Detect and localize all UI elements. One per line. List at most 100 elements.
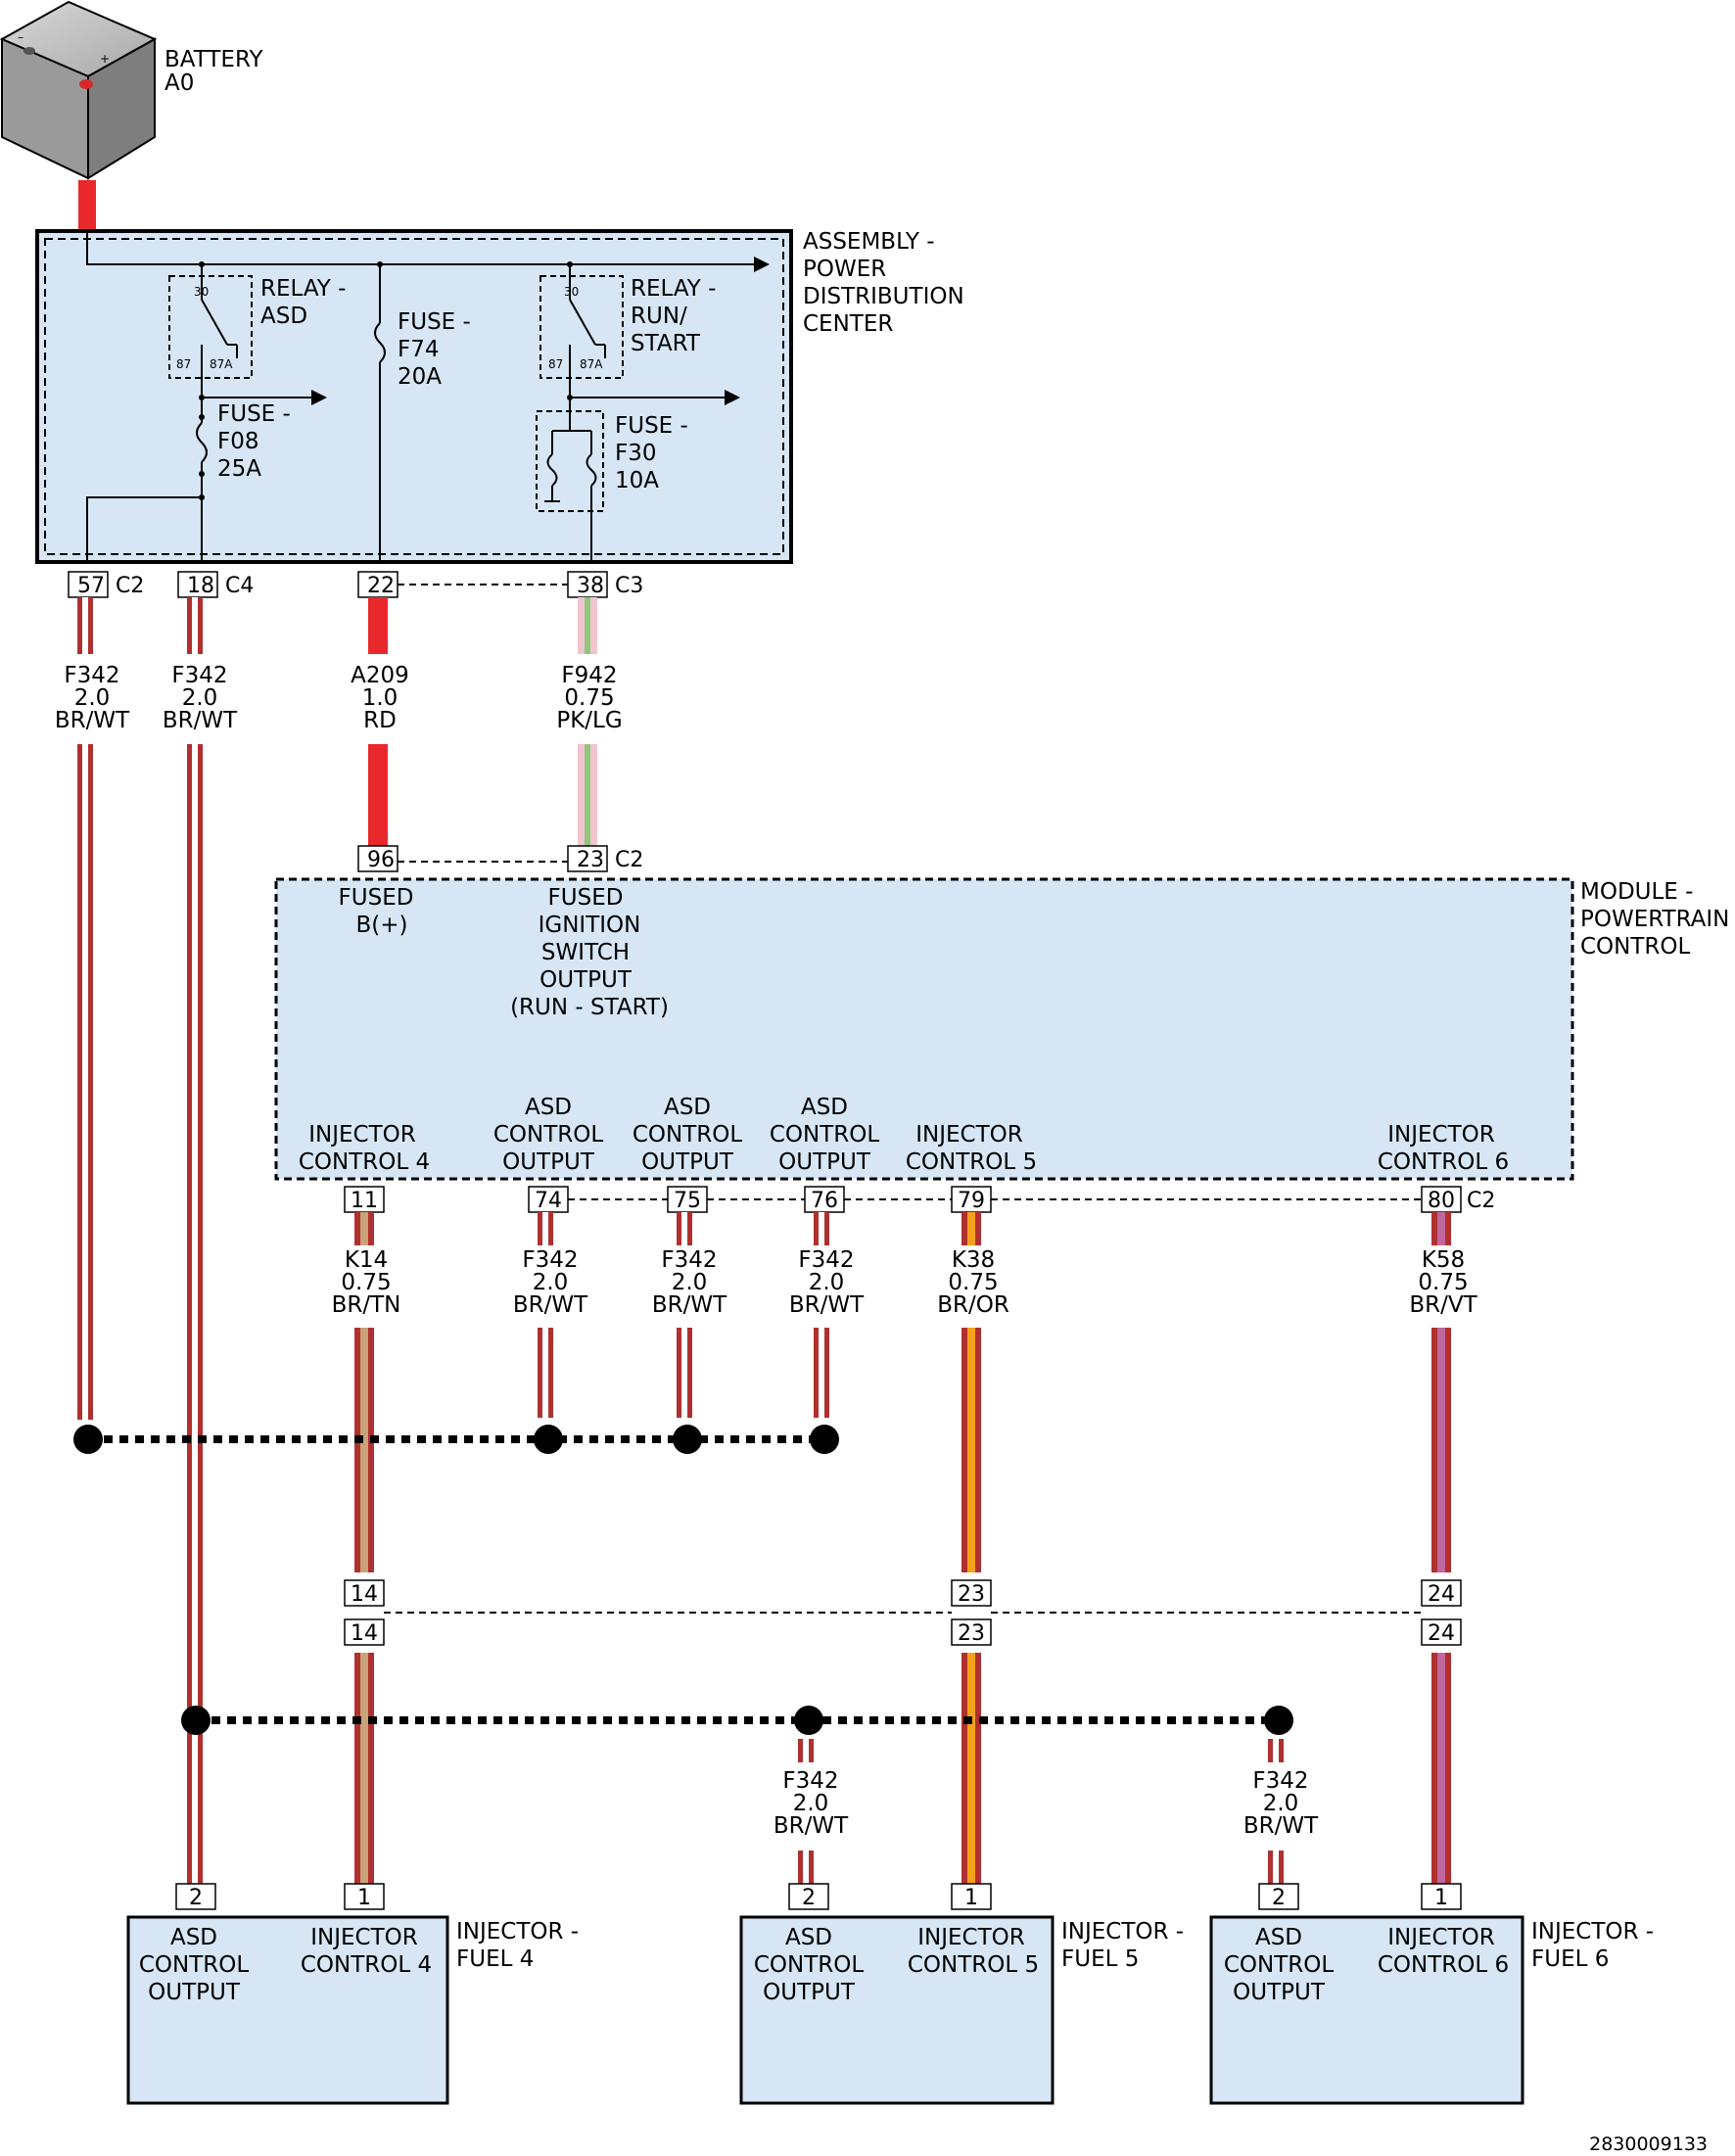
- pcm-inj4-1: INJECTOR: [308, 1122, 416, 1148]
- pcm-asd74-2: CONTROL: [493, 1122, 604, 1148]
- splice-wire-1-circuit: F342: [782, 1768, 838, 1794]
- pcm-inj5-1: INJECTOR: [915, 1122, 1023, 1148]
- asd-output-arrow: [199, 390, 327, 405]
- wire-splice-inj6: [1268, 1739, 1284, 1896]
- inj6-ctrl-1: INJECTOR: [1387, 1925, 1495, 1950]
- inj6-ctrl-2: CONTROL 6: [1378, 1952, 1509, 1978]
- pcm-top-pins: [357, 845, 608, 872]
- pcm-asd76-1: ASD: [801, 1095, 848, 1120]
- relay-run-title-2: RUN/: [631, 304, 687, 329]
- splice-wire-2-circuit: F342: [1252, 1768, 1308, 1794]
- relay-asd: [168, 261, 253, 398]
- fuse-f30-title-2: F30: [615, 441, 657, 466]
- injector-fuel-6: [1209, 1883, 1524, 2105]
- pcm-fused-b-2: B(+): [356, 913, 408, 938]
- inj6-pin-1: 1: [1434, 1886, 1448, 1910]
- inline-pin-23-b: 23: [958, 1621, 985, 1646]
- pcm-inj6-2: CONTROL 6: [1378, 1149, 1509, 1175]
- wire-label-1-circuit: F342: [64, 663, 119, 688]
- pcm-pin-75: 75: [674, 1189, 701, 1213]
- pcm-title-2: POWERTRAIN: [1580, 907, 1729, 932]
- battery-cable: [78, 180, 96, 231]
- relay-asd-title-2: ASD: [260, 304, 307, 329]
- pcm-wire-6-circuit: K58: [1422, 1247, 1465, 1273]
- inline-connector: [344, 1579, 1462, 1646]
- wire-k58: [1431, 1212, 1451, 1896]
- inline-pin-24-b: 24: [1428, 1621, 1455, 1646]
- inline-pin-24-a: 24: [1428, 1582, 1455, 1607]
- pcm-asd76-2: CONTROL: [770, 1122, 880, 1148]
- splice-wire-2-color: BR/WT: [1243, 1813, 1319, 1839]
- wire-label-4-circuit: F942: [561, 663, 617, 688]
- fuse-f08-title-1: FUSE -: [217, 401, 291, 427]
- pcm-title-1: MODULE -: [1580, 879, 1693, 905]
- pcm-asd75-2: CONTROL: [633, 1122, 743, 1148]
- pcm-wire-6-color: BR/VT: [1409, 1292, 1477, 1318]
- pdc-title-2: POWER: [803, 257, 886, 282]
- pdc-pin-38: 38: [577, 574, 604, 598]
- inj4-asd-3: OUTPUT: [148, 1980, 241, 2005]
- splice-wire-1-color: BR/WT: [774, 1813, 849, 1839]
- inj6-asd-3: OUTPUT: [1233, 1980, 1326, 2005]
- wire-k38: [961, 1212, 981, 1896]
- pdc-conn-c3: C3: [615, 574, 643, 598]
- inj4-pin-2: 2: [189, 1886, 203, 1910]
- inj5-asd-3: OUTPUT: [763, 1980, 856, 2005]
- inj4-ctrl-1: INJECTOR: [310, 1925, 418, 1950]
- fuse-f74-title-3: 20A: [398, 364, 442, 390]
- svg-text:–: –: [18, 30, 23, 44]
- figure-id: 2830009133: [1589, 2133, 1708, 2155]
- relay-asd-pin87a: 87A: [210, 357, 233, 371]
- fuse-f30: [536, 398, 604, 562]
- wire-label-4-color: PK/LG: [556, 708, 622, 733]
- pcm-wire-1-color: BR/TN: [332, 1292, 401, 1318]
- fuse-f30-title-1: FUSE -: [615, 413, 688, 439]
- pcm-fused-b-1: FUSED: [339, 885, 414, 911]
- injector-fuel-4: [126, 1883, 449, 2105]
- pcm-wire-1-circuit: K14: [345, 1247, 388, 1273]
- inj4-pin-1: 1: [357, 1886, 371, 1910]
- inj5-ctrl-2: CONTROL 5: [908, 1952, 1039, 1978]
- pcm-fused-ign-5: (RUN - START): [510, 995, 669, 1020]
- pdc-conn-c4: C4: [225, 574, 254, 598]
- pcm-title-3: CONTROL: [1580, 934, 1691, 960]
- battery-name: BATTERY: [164, 47, 263, 72]
- pcm-wire-2-color: BR/WT: [513, 1292, 588, 1318]
- wire-label-1-gauge: 2.0: [74, 685, 111, 711]
- pcm-asd75-3: OUTPUT: [641, 1149, 734, 1175]
- wire-k14: [354, 1212, 374, 1896]
- injector-fuel-5: [739, 1883, 1055, 2105]
- pcm-module-box: [274, 877, 1574, 1181]
- pcm-pin-74: 74: [535, 1189, 562, 1213]
- wire-label-2-circuit: F342: [171, 663, 227, 688]
- pcm-wire-1-gauge: 0.75: [341, 1270, 391, 1295]
- relay-asd-pin87: 87: [176, 357, 191, 371]
- wire-f942: [578, 597, 597, 846]
- inj5-asd-1: ASD: [785, 1925, 832, 1950]
- inline-pin-14-b: 14: [351, 1621, 378, 1646]
- pcm-inj5-2: CONTROL 5: [906, 1149, 1037, 1175]
- wire-f342-pin75: [677, 1212, 692, 1418]
- inj5-asd-2: CONTROL: [754, 1952, 865, 1978]
- pcm-fused-ign-3: SWITCH: [541, 940, 630, 965]
- battery: + –: [0, 0, 158, 180]
- fuse-f08-title-2: F08: [217, 429, 259, 454]
- relay-run-start: [539, 261, 624, 398]
- pcm-wire-2-circuit: F342: [522, 1247, 578, 1273]
- wire-label-3-color: RD: [363, 708, 397, 733]
- wire-f342-pin18: [187, 597, 203, 1899]
- pcm-pin-80: 80: [1428, 1189, 1455, 1213]
- inline-pin-14-a: 14: [351, 1582, 378, 1607]
- fuse-f30-title-3: 10A: [615, 468, 659, 493]
- pcm-wire-5-color: BR/OR: [937, 1292, 1009, 1318]
- wire-label-3-circuit: A209: [351, 663, 409, 688]
- pcm-asd76-3: OUTPUT: [778, 1149, 871, 1175]
- pdc-title-1: ASSEMBLY -: [803, 229, 935, 255]
- pcm-asd74-1: ASD: [525, 1095, 572, 1120]
- wire-f342-pin76: [814, 1212, 829, 1418]
- pcm-asd75-1: ASD: [664, 1095, 711, 1120]
- pcm-wire-5-circuit: K38: [952, 1247, 995, 1273]
- wire-label-2-color: BR/WT: [163, 708, 238, 733]
- pcm-bottom-conn: C2: [1467, 1189, 1495, 1213]
